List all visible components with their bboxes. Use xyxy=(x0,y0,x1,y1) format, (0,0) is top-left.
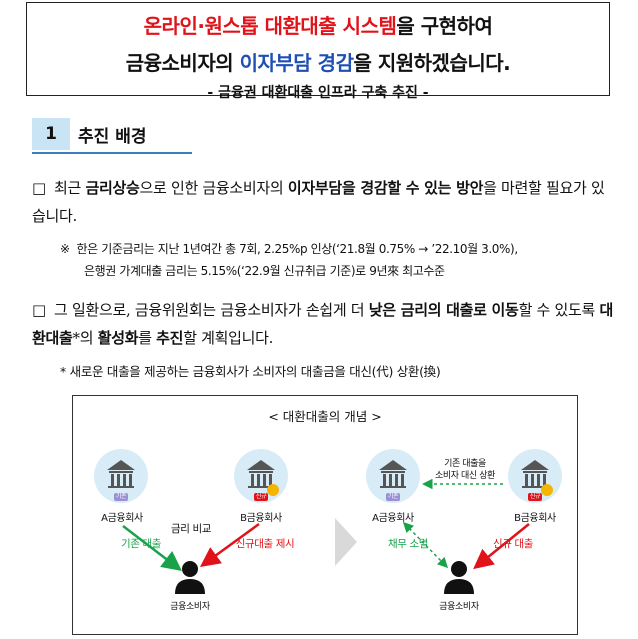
p2-text: 할 계획입니다. xyxy=(183,329,274,347)
badge-existing-right: 기존 xyxy=(387,493,399,500)
label-bank-b: B금융회사 xyxy=(240,513,282,524)
title-box: 온라인·원스톱 대환대출 시스템을 구현하여 금융소비자의 이자부담 경감을 지… xyxy=(26,2,610,101)
diagram-graphics xyxy=(94,449,562,594)
headline2-b: 을 지원하겠습니다. xyxy=(353,51,511,75)
p2-text: 할 수 있도록 xyxy=(518,301,600,319)
badge-new: 신규 xyxy=(255,493,267,500)
p2-text: *의 xyxy=(72,329,98,347)
p2-bold: 활성화 xyxy=(97,329,139,347)
note-mark: ※ xyxy=(60,242,70,256)
p2-text: 를 xyxy=(138,329,157,347)
arrow-existing-loan xyxy=(122,525,182,572)
p1-bold: 이자부담을 경감할 수 있는 방안 xyxy=(287,179,484,197)
big-arrow-icon xyxy=(335,518,357,566)
p1-text: 으로 인한 금융소비자의 xyxy=(139,179,288,197)
bullet-box: □ xyxy=(32,301,46,319)
p1-text: 을 마련할 필요가 있습니다. xyxy=(32,179,605,225)
headline-black: 을 구현하여 xyxy=(396,14,493,38)
note-line1: ※ 한은 기준금리는 지난 1년여간 총 7회, 2.25%p 인상(‘21.8… xyxy=(60,238,620,260)
label-new-loan-offer: 신규대출 제시 xyxy=(235,538,295,550)
subtitle: - 금융권 대환대출 인프라 구축 추진 - xyxy=(207,85,429,101)
headline-line2: 금융소비자의 이자부담 경감을 지원하겠습니다. xyxy=(27,47,609,76)
headline-blue: 이자부담 경감 xyxy=(239,51,354,75)
headline-line1: 온라인·원스톱 대환대출 시스템을 구현하여 xyxy=(27,10,609,39)
p2-bold: 추진 xyxy=(156,329,184,347)
section-heading: 1 추진 배경 xyxy=(32,118,192,154)
consumer-icon xyxy=(175,561,205,594)
paragraph-1: □ 최근 금리상승으로 인한 금융소비자의 이자부담을 경감할 수 있는 방안을 … xyxy=(32,174,617,230)
note-1: ※ 한은 기준금리는 지난 1년여간 총 7회, 2.25%p 인상(‘21.8… xyxy=(60,238,620,282)
consumer-icon-right xyxy=(444,561,474,594)
section-title: 추진 배경 xyxy=(78,127,147,147)
label-consumer-right: 금융소비자 xyxy=(439,602,479,612)
p1-text: 최근 xyxy=(54,179,86,197)
label-new-loan: 신규 대출 xyxy=(493,538,533,550)
p1-bold: 금리상승 xyxy=(85,179,140,197)
label-bank-a: A금융회사 xyxy=(101,513,143,524)
label-repay-1: 기존 대출을 xyxy=(444,459,486,469)
badge-new-right: 신규 xyxy=(529,493,541,500)
label-repay-2: 소비자 대신 상환 xyxy=(434,471,496,481)
label-rate-compare: 금리 비교 xyxy=(171,523,211,535)
headline2-a: 금융소비자의 xyxy=(125,51,240,75)
bullet-box: □ xyxy=(32,179,46,197)
label-debt-extinct: 채무 소멸 xyxy=(388,538,428,550)
arrow-new-loan xyxy=(473,523,530,570)
bank-b-icon-right xyxy=(508,449,562,503)
section-underline xyxy=(32,152,192,154)
p2-text: 그 일환으로, 금융위원회는 금융소비자가 손쉽게 더 xyxy=(54,301,369,319)
bank-a-icon-right xyxy=(366,449,420,503)
note-text: 은행권 가계대출 금리는 5.15%(‘22.9월 신규취급 기준)로 9년來 … xyxy=(84,264,445,278)
label-existing-loan: 기존 대출 xyxy=(121,538,161,550)
bank-a-icon xyxy=(94,449,148,503)
footnote: * 새로운 대출을 제공하는 금융회사가 소비자의 대출금을 대신(代) 상환(… xyxy=(60,364,441,379)
badge-existing: 기존 xyxy=(115,493,127,500)
section-number: 1 xyxy=(32,118,70,150)
note-line2: 은행권 가계대출 금리는 5.15%(‘22.9월 신규취급 기준)로 9년來 … xyxy=(60,260,620,282)
arrow-new-loan-offer xyxy=(199,522,260,567)
p2-bold: 낮은 금리의 대출로 이동 xyxy=(368,301,519,319)
arrow-debt-extinct xyxy=(402,521,449,569)
label-bank-b-right: B금융회사 xyxy=(514,513,556,524)
label-bank-a-right: A금융회사 xyxy=(372,513,414,524)
paragraph-2: □ 그 일환으로, 금융위원회는 금융소비자가 손쉽게 더 낮은 금리의 대출로 … xyxy=(32,296,617,352)
p2-bold: 대환대출 xyxy=(32,301,613,347)
diagram-box: < 대환대출의 개념 > xyxy=(72,395,578,635)
diagram-title: < 대환대출의 개념 > xyxy=(268,409,382,424)
note-text: 한은 기준금리는 지난 1년여간 총 7회, 2.25%p 인상(‘21.8월 … xyxy=(76,242,519,256)
headline-red: 온라인·원스톱 대환대출 시스템 xyxy=(143,14,397,38)
label-consumer: 금융소비자 xyxy=(170,602,210,612)
bank-b-icon xyxy=(234,449,288,503)
